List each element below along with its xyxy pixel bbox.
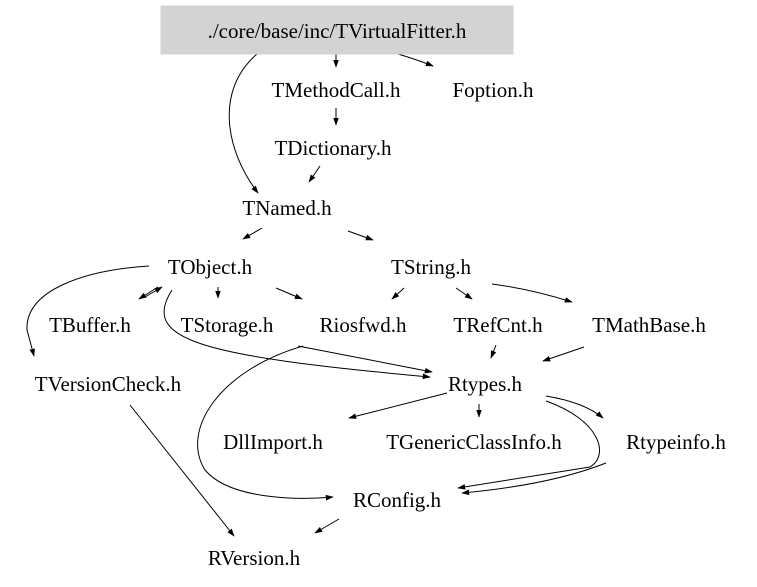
- edge-tobject-riosfwd: [275, 287, 303, 300]
- node-tbuffer[interactable]: TBuffer.h: [49, 313, 131, 337]
- dependency-edges: [26, 53, 607, 537]
- node-dllimport[interactable]: DllImport.h: [223, 430, 323, 454]
- node-tvirtualfitter[interactable]: ./core/base/inc/TVirtualFitter.h: [208, 19, 467, 43]
- edge-tstring-riosfwd: [391, 287, 405, 300]
- node-rtypes[interactable]: Rtypes.h: [448, 372, 523, 396]
- node-tobject[interactable]: TObject.h: [168, 255, 253, 279]
- edge-tstorage-rtypes: [297, 345, 433, 374]
- edge-tstring-tmathbase: [491, 283, 573, 303]
- node-tstring[interactable]: TString.h: [391, 255, 471, 279]
- node-tdictionary[interactable]: TDictionary.h: [274, 136, 392, 160]
- edge-tmathbase-rtypes: [542, 346, 585, 362]
- header-nodes: ./core/base/inc/TVirtualFitter.h TMethod…: [35, 5, 726, 570]
- edge-tobject-tversioncheck: [26, 265, 150, 357]
- edge-tversioncheck-rversion: [129, 404, 235, 537]
- edge-tstring-trefcnt: [455, 287, 473, 300]
- edge-rtypes-rconfig: [457, 400, 600, 490]
- node-tmathbase[interactable]: TMathBase.h: [592, 313, 706, 337]
- edge-tvirtualfitter-foption: [397, 53, 434, 67]
- node-foption[interactable]: Foption.h: [452, 78, 534, 102]
- node-tversioncheck[interactable]: TVersionCheck.h: [35, 372, 182, 396]
- node-rversion[interactable]: RVersion.h: [208, 546, 301, 570]
- edge-tnamed-tobject: [242, 227, 263, 240]
- edge-trefcnt-rtypes: [490, 344, 497, 359]
- edge-rtypes-rtypeinfo: [545, 395, 604, 419]
- node-riosfwd[interactable]: Riosfwd.h: [320, 313, 407, 337]
- edge-rtypeinfo-rconfig: [461, 462, 607, 496]
- node-rtypeinfo[interactable]: Rtypeinfo.h: [626, 430, 726, 454]
- node-tstorage[interactable]: TStorage.h: [181, 313, 274, 337]
- edge-tobject-rtypes: [163, 289, 431, 380]
- node-tnamed[interactable]: TNamed.h: [242, 196, 332, 220]
- edge-tobject-tbuffer: [138, 286, 159, 300]
- edge-riosfwd-rconfig: [197, 345, 334, 501]
- root-node-box: [160, 5, 514, 55]
- edge-rtypes-dllimport: [348, 392, 448, 419]
- node-rconfig[interactable]: RConfig.h: [353, 488, 442, 512]
- edge-tnamed-tstring: [347, 230, 374, 241]
- node-tmethodcall[interactable]: TMethodCall.h: [272, 78, 401, 102]
- edge-tdictionary-tnamed: [308, 165, 321, 183]
- node-trefcnt[interactable]: TRefCnt.h: [453, 313, 543, 337]
- edge-tbuffer-tobject: [144, 286, 163, 298]
- edge-tvirtualfitter-tnamed: [228, 53, 259, 194]
- edge-rconfig-rversion: [314, 518, 340, 534]
- node-tgenericclassinfo[interactable]: TGenericClassInfo.h: [386, 430, 562, 454]
